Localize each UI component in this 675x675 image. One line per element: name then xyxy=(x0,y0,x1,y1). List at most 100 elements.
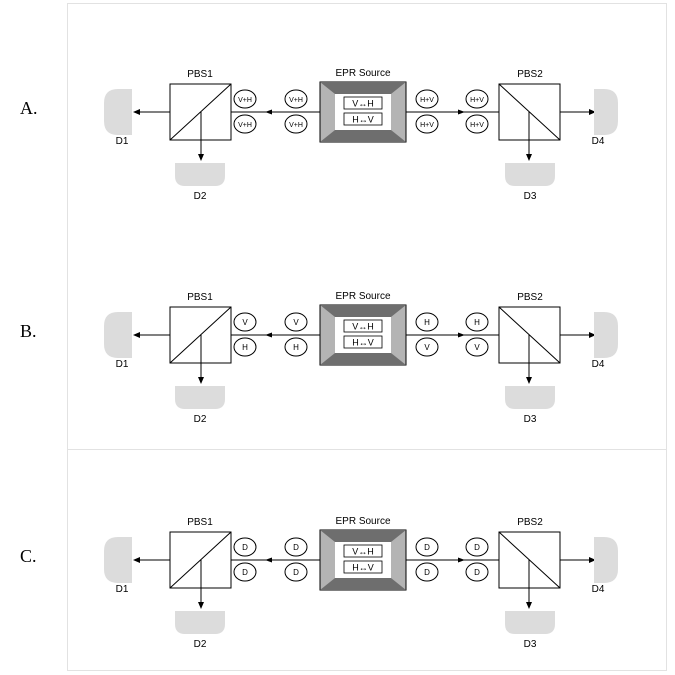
photon-left-r1-c1: D xyxy=(293,568,299,577)
photon-left-r0-c1-circle xyxy=(284,312,308,332)
panel-a-label: A. xyxy=(20,98,38,118)
arrow-left-photon xyxy=(265,332,272,338)
detector-d2 xyxy=(175,386,225,409)
photon-left-r0-c1-circle xyxy=(284,537,308,557)
epr-source-line2: H↔V xyxy=(352,338,374,348)
epr-source-bevel-top xyxy=(320,82,406,94)
epr-source-bevel-top xyxy=(320,305,406,317)
epr-source-bevel-top xyxy=(320,530,406,542)
arrow-to-d2 xyxy=(198,602,204,609)
detector-d1 xyxy=(104,312,132,358)
photon-left-r0-c1: V xyxy=(293,318,299,327)
arrow-right-to-d4 xyxy=(589,557,596,563)
detector-d3-label: D3 xyxy=(524,639,537,650)
epr-source-bevel-bottom xyxy=(320,353,406,365)
detector-d3-label: D3 xyxy=(524,414,537,425)
photon-right-r1-c0-circle xyxy=(415,337,439,357)
photon-left-r0-c1: V+H xyxy=(289,97,303,104)
photon-right-r0-c0-circle xyxy=(415,537,439,557)
photon-right-r0-c1: H xyxy=(474,318,480,327)
arrow-right-photon xyxy=(458,332,465,338)
photon-left-r1-c1-circle xyxy=(284,562,308,582)
epr-source-label: EPR Source xyxy=(335,68,390,79)
photon-left-r1-c0: H xyxy=(242,343,248,352)
arrow-left-to-d1 xyxy=(133,332,140,338)
arrow-to-d2 xyxy=(198,154,204,161)
photon-right-r0-c0-circle xyxy=(415,89,439,109)
arrow-to-d3 xyxy=(526,377,532,384)
panel-b-label: B. xyxy=(20,321,37,341)
detector-d1-label: D1 xyxy=(116,136,129,147)
detector-d4 xyxy=(594,89,618,135)
photon-left-r0-c0: D xyxy=(242,543,248,552)
photon-left-r1-c0-circle xyxy=(233,337,257,357)
pbs1-label: PBS1 xyxy=(187,292,213,303)
photon-right-r1-c1: H+V xyxy=(470,122,484,129)
pbs2-label: PBS2 xyxy=(517,517,543,528)
photon-right-r0-c0: H xyxy=(424,318,430,327)
detector-d1-label: D1 xyxy=(116,359,129,370)
photon-right-r1-c1: V xyxy=(474,343,480,352)
detector-d2-label: D2 xyxy=(194,414,207,425)
epr-source-line1: V↔H xyxy=(352,547,374,557)
detector-d2-label: D2 xyxy=(194,639,207,650)
photon-left-r1-c1: V+H xyxy=(289,122,303,129)
detector-d4-label: D4 xyxy=(592,584,605,595)
photon-left-r1-c0: D xyxy=(242,568,248,577)
photon-right-r0-c1: D xyxy=(474,543,480,552)
epr-source-line2-frame xyxy=(343,112,383,126)
photon-left-r0-c0-circle xyxy=(233,89,257,109)
photon-right-r1-c0: V xyxy=(424,343,430,352)
photon-right-r1-c0: H+V xyxy=(420,122,434,129)
arrow-right-photon xyxy=(458,109,465,115)
photon-right-r1-c1: D xyxy=(474,568,480,577)
epr-source-line2: H↔V xyxy=(352,563,374,573)
pbs1-label: PBS1 xyxy=(187,517,213,528)
photon-right-r0-c1-circle xyxy=(465,537,489,557)
arrow-left-to-d1 xyxy=(133,109,140,115)
photon-right-r0-c1-circle xyxy=(465,312,489,332)
epr-source-line2-frame xyxy=(343,335,383,349)
arrow-right-to-d4 xyxy=(589,109,596,115)
detector-d3-label: D3 xyxy=(524,191,537,202)
arrow-left-photon xyxy=(265,557,272,563)
photon-left-r0-c1: D xyxy=(293,543,299,552)
photon-left-r1-c0-circle xyxy=(233,114,257,134)
arrow-left-photon xyxy=(265,109,272,115)
photon-left-r0-c0: V+H xyxy=(238,97,252,104)
epr-source-line1-frame xyxy=(343,544,383,558)
photon-right-r1-c0-circle xyxy=(415,562,439,582)
arrow-to-d3 xyxy=(526,154,532,161)
epr-source-bevel-bottom xyxy=(320,130,406,142)
pbs1-label: PBS1 xyxy=(187,69,213,80)
epr-source-line2-frame xyxy=(343,560,383,574)
photon-left-r1-c0: V+H xyxy=(238,122,252,129)
detector-d3 xyxy=(505,386,555,409)
photon-left-r1-c0-circle xyxy=(233,562,257,582)
detector-d4 xyxy=(594,312,618,358)
photon-right-r0-c0: H+V xyxy=(420,97,434,104)
pbs2-label: PBS2 xyxy=(517,69,543,80)
detector-d2 xyxy=(175,611,225,634)
photon-right-r1-c1-circle xyxy=(465,114,489,134)
photon-left-r0-c0-circle xyxy=(233,537,257,557)
panel-c-label: C. xyxy=(20,546,37,566)
detector-d4 xyxy=(594,537,618,583)
photon-right-r1-c1-circle xyxy=(465,337,489,357)
arrow-right-photon xyxy=(458,557,465,563)
photon-right-r1-c0: D xyxy=(424,568,430,577)
panel-divider xyxy=(67,449,667,450)
photon-left-r0-c1-circle xyxy=(284,89,308,109)
photon-left-r1-c1: H xyxy=(293,343,299,352)
epr-source-line1: V↔H xyxy=(352,99,374,109)
photon-left-r0-c0: V xyxy=(242,318,248,327)
detector-d2 xyxy=(175,163,225,186)
photon-left-r0-c0-circle xyxy=(233,312,257,332)
arrow-left-to-d1 xyxy=(133,557,140,563)
detector-d4-label: D4 xyxy=(592,359,605,370)
detector-d4-label: D4 xyxy=(592,136,605,147)
detector-d3 xyxy=(505,611,555,634)
photon-right-r0-c1: H+V xyxy=(470,97,484,104)
